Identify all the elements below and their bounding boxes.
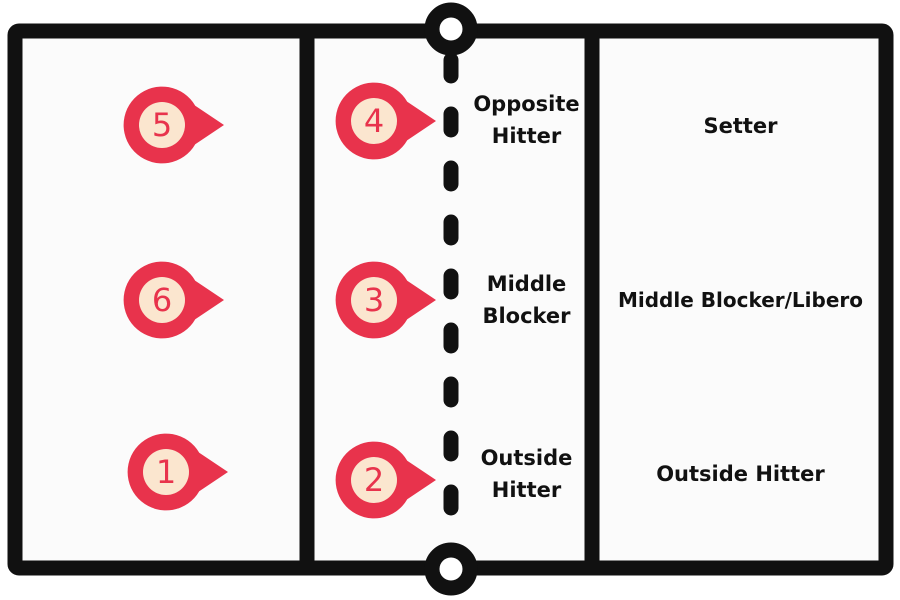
role-label-setter: Setter <box>703 114 778 138</box>
position-marker-5: 5 <box>123 86 224 164</box>
net-label-line2: Hitter <box>491 478 562 502</box>
net-label-line1: Outside <box>480 446 573 470</box>
net-label-opposite-hitter: Opposite Hitter <box>469 88 584 152</box>
net-label-line1: Opposite <box>473 92 580 116</box>
marker-inner-1 <box>143 449 189 495</box>
position-marker-1: 1 <box>127 433 228 511</box>
role-label-outside-hitter: Outside Hitter <box>656 462 825 486</box>
net-label-line2: Hitter <box>491 124 562 148</box>
marker-inner-2 <box>351 457 397 503</box>
net-label-outside-hitter: Outside Hitter <box>469 442 584 506</box>
marker-inner-6 <box>139 277 185 323</box>
net-label-line1: Middle <box>486 272 567 296</box>
role-label-middle-blocker-libero: Middle Blocker/Libero <box>617 288 864 312</box>
net-post-top <box>424 2 478 56</box>
marker-inner-5 <box>139 102 185 148</box>
position-marker-3: 3 <box>335 261 436 339</box>
marker-number-6: 6 <box>152 281 172 319</box>
net-label-line2: Blocker <box>482 304 571 328</box>
position-marker-4: 4 <box>335 82 436 160</box>
marker-number-5: 5 <box>152 106 172 144</box>
marker-inner-4 <box>351 98 397 144</box>
position-marker-2: 2 <box>335 441 436 519</box>
net-post-bottom <box>424 542 478 596</box>
marker-number-1: 1 <box>156 453 176 491</box>
marker-number-3: 3 <box>364 281 384 319</box>
marker-number-2: 2 <box>364 461 384 499</box>
marker-number-4: 4 <box>364 102 384 140</box>
marker-inner-3 <box>351 277 397 323</box>
position-marker-6: 6 <box>123 261 224 339</box>
net-label-middle-blocker: Middle Blocker <box>469 268 584 332</box>
